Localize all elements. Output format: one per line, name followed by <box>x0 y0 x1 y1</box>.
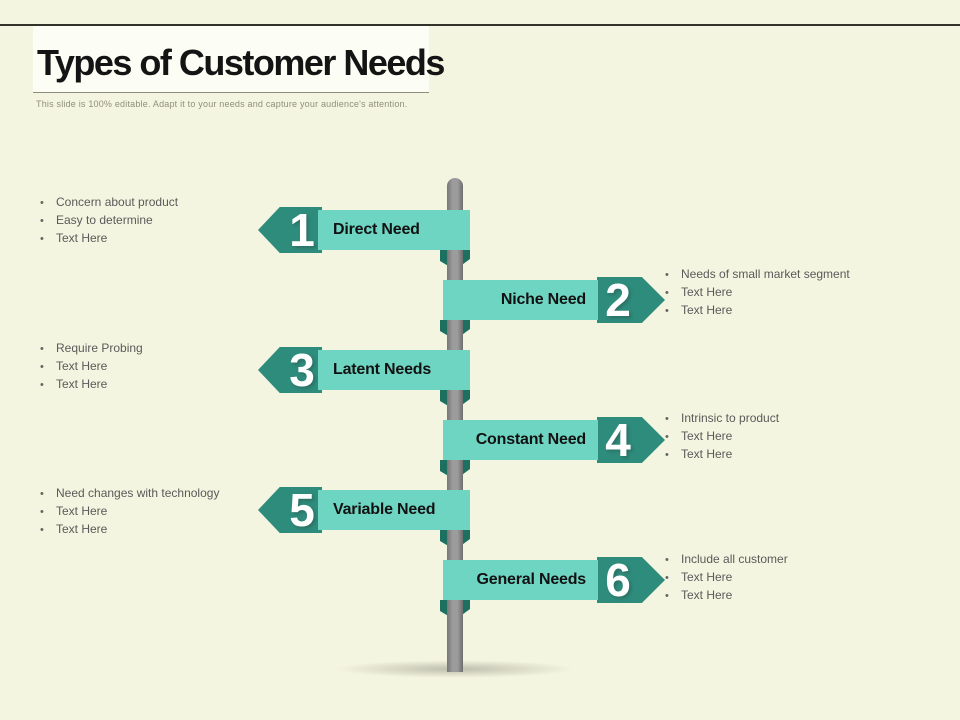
bullet-item: • Text Here <box>665 446 935 464</box>
bullet-dot-icon: • <box>40 361 44 373</box>
bullet-list-1: • Concern about product • Easy to determin… <box>40 194 290 248</box>
sign-number-1: 1 <box>289 204 315 256</box>
bullet-list-3: • Require Probing • Text Here • Text Here <box>40 340 290 394</box>
bullet-item: • Require Probing <box>40 340 290 358</box>
bullet-item: • Intrinsic to product <box>665 410 935 428</box>
bullet-dot-icon: • <box>40 233 44 245</box>
bullet-item: • Text Here <box>665 587 935 605</box>
bullet-dot-icon: • <box>665 431 669 443</box>
bullet-text: Text Here <box>681 303 733 317</box>
top-divider-line <box>0 24 960 26</box>
bullet-text: Text Here <box>681 570 733 584</box>
bullet-item: • Text Here <box>40 230 290 248</box>
sign-label-2: Niche Need <box>500 291 586 308</box>
bullet-dot-icon: • <box>665 572 669 584</box>
bullet-list-2: • Needs of small market segment • Text Her… <box>665 266 935 320</box>
bullet-dot-icon: • <box>665 413 669 425</box>
bullet-text: Text Here <box>56 504 108 518</box>
bullet-text: Text Here <box>56 359 108 373</box>
sign-number-6: 6 <box>605 554 631 606</box>
sign-latent-needs: Latent Needs <box>318 350 470 390</box>
sign-label-5: Variable Need <box>333 501 436 518</box>
bullet-text: Include all customer <box>681 552 788 566</box>
bullet-list-5: • Need changes with technology • Text Here… <box>40 485 290 539</box>
bullet-list-6: • Include all customer • Text Here • Text H… <box>665 551 935 605</box>
bullet-item: • Text Here <box>40 376 290 394</box>
bullet-item: • Text Here <box>40 521 290 539</box>
bullet-item: • Needs of small market segment <box>665 266 935 284</box>
bullet-text: Text Here <box>681 285 733 299</box>
bullet-dot-icon: • <box>665 554 669 566</box>
slide-subtitle: This slide is 100% editable. Adapt it to… <box>36 99 408 109</box>
sign-niche-need: Niche Need <box>443 280 598 320</box>
bullet-text: Need changes with technology <box>56 486 220 500</box>
bullet-text: Easy to determine <box>56 213 153 227</box>
bullet-dot-icon: • <box>665 590 669 602</box>
bullet-text: Text Here <box>681 447 733 461</box>
bullet-text: Intrinsic to product <box>681 411 780 425</box>
bullet-text: Text Here <box>681 429 733 443</box>
bullet-text: Needs of small market segment <box>681 267 850 281</box>
sign-number-5: 5 <box>289 484 315 536</box>
bullet-dot-icon: • <box>40 506 44 518</box>
sign-variable-need: Variable Need <box>318 490 470 530</box>
sign-number-2: 2 <box>605 274 631 326</box>
bullet-text: Text Here <box>56 231 108 245</box>
sign-label-3: Latent Needs <box>333 361 432 378</box>
sign-label-1: Direct Need <box>333 221 420 238</box>
bullet-list-4: • Intrinsic to product • Text Here • Text H… <box>665 410 935 464</box>
bullet-dot-icon: • <box>40 343 44 355</box>
sign-general-needs: General Needs <box>443 560 598 600</box>
bullet-text: Text Here <box>56 377 108 391</box>
bullet-dot-icon: • <box>40 379 44 391</box>
bullet-item: • Concern about product <box>40 194 290 212</box>
bullet-item: • Easy to determine <box>40 212 290 230</box>
bullet-dot-icon: • <box>665 287 669 299</box>
bullet-text: Concern about product <box>56 195 179 209</box>
title-underline <box>33 92 429 93</box>
bullet-item: • Text Here <box>40 503 290 521</box>
bullet-dot-icon: • <box>40 197 44 209</box>
bullet-text: Require Probing <box>56 341 143 355</box>
bullet-item: • Need changes with technology <box>40 485 290 503</box>
bullet-item: • Text Here <box>40 358 290 376</box>
bullet-dot-icon: • <box>665 449 669 461</box>
title-strip <box>33 26 429 92</box>
bullet-item: • Text Here <box>665 428 935 446</box>
sign-number-3: 3 <box>289 344 315 396</box>
bullet-text: Text Here <box>681 588 733 602</box>
bullet-item: • Text Here <box>665 284 935 302</box>
bullet-item: • Text Here <box>665 569 935 587</box>
sign-label-4: Constant Need <box>475 431 587 448</box>
sign-number-4: 4 <box>605 414 631 466</box>
bullet-item: • Text Here <box>665 302 935 320</box>
sign-constant-need: Constant Need <box>443 420 598 460</box>
bullet-dot-icon: • <box>40 215 44 227</box>
page-title: Types of Customer Needs <box>37 42 445 83</box>
sign-direct-need: Direct Need <box>318 210 470 250</box>
bullet-dot-icon: • <box>665 305 669 317</box>
bullet-dot-icon: • <box>40 524 44 536</box>
sign-label-6: General Needs <box>476 571 587 588</box>
bullet-dot-icon: • <box>665 269 669 281</box>
bullet-text: Text Here <box>56 522 108 536</box>
bullet-item: • Include all customer <box>665 551 935 569</box>
bullet-dot-icon: • <box>40 488 44 500</box>
